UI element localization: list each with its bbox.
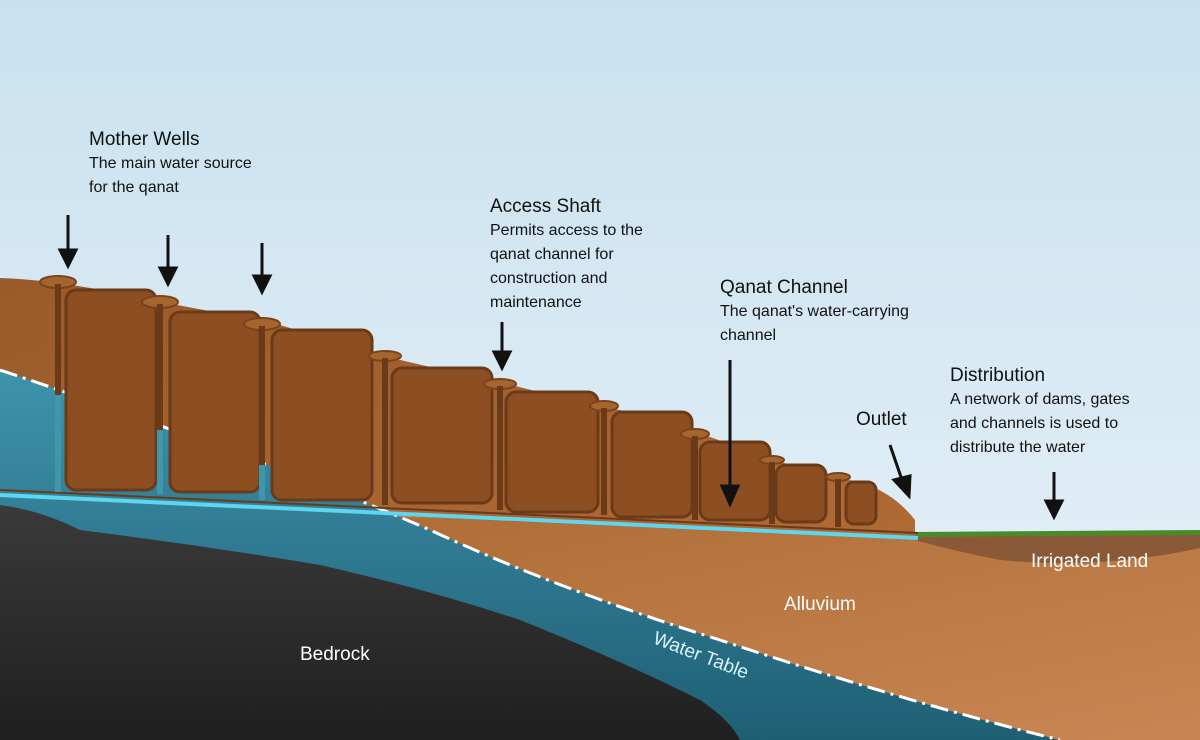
outlet-arrow [888, 444, 904, 481]
shaft-rooms [64, 288, 878, 526]
bedrock-label: Bedrock [300, 644, 370, 665]
qanat-channel-arrowhead [719, 484, 741, 508]
shaft-room-4 [390, 366, 494, 505]
distribution-title: Distribution [950, 365, 1046, 386]
qanat-channel-line [0, 493, 919, 540]
access-shaft-arrowhead [491, 350, 513, 372]
shaft-room-7 [698, 440, 772, 522]
mother-wells-callout: Mother Wells The main water source for t… [89, 128, 252, 200]
mother-wells-title: Mother Wells [89, 129, 200, 150]
irrigated-land-label: Irrigated Land [1031, 551, 1149, 572]
distribution-desc: A network of dams, gates and channels is… [950, 391, 1130, 456]
qanat-channel-title: Qanat Channel [720, 277, 848, 298]
outlet-title: Outlet [856, 409, 907, 430]
mother-wells-desc: The main water source for the qanat [89, 155, 252, 196]
qanat-channel-shadow [0, 489, 919, 534]
outlet-arrowhead [891, 474, 912, 500]
outlet-callout: Outlet [856, 408, 907, 432]
shaft-tops [39, 275, 851, 482]
shaft-room-6 [610, 410, 694, 519]
grass-strip [915, 530, 1200, 537]
mother-well-room-1 [64, 288, 158, 492]
bedrock-layer [0, 505, 740, 740]
mother-well-arrowhead-1 [57, 248, 79, 270]
arrows [57, 215, 1065, 521]
mother-well-room-2 [168, 310, 262, 494]
access-shaft-title: Access Shaft [490, 196, 601, 217]
qanat-channel-callout: Qanat Channel The qanat's water-carrying… [720, 276, 909, 348]
shaft-room-3 [270, 328, 374, 502]
shaft-room-9 [844, 480, 878, 526]
shaft-room-8 [774, 463, 828, 524]
distribution-callout: Distribution A network of dams, gates an… [950, 364, 1130, 460]
access-shaft-desc: Permits access to the qanat channel for … [490, 222, 643, 311]
access-shaft-callout: Access Shaft Permits access to the qanat… [490, 195, 643, 315]
mother-well-arrowhead-3 [251, 274, 273, 296]
irrigated-land-layer [915, 533, 1200, 564]
distribution-arrowhead [1043, 499, 1065, 521]
shaft-room-5 [504, 390, 600, 514]
mother-well-arrowhead-2 [157, 266, 179, 288]
qanat-channel-desc: The qanat's water-carrying channel [720, 303, 909, 344]
submerged-shafts [55, 395, 265, 500]
alluvium-label: Alluvium [784, 594, 856, 615]
